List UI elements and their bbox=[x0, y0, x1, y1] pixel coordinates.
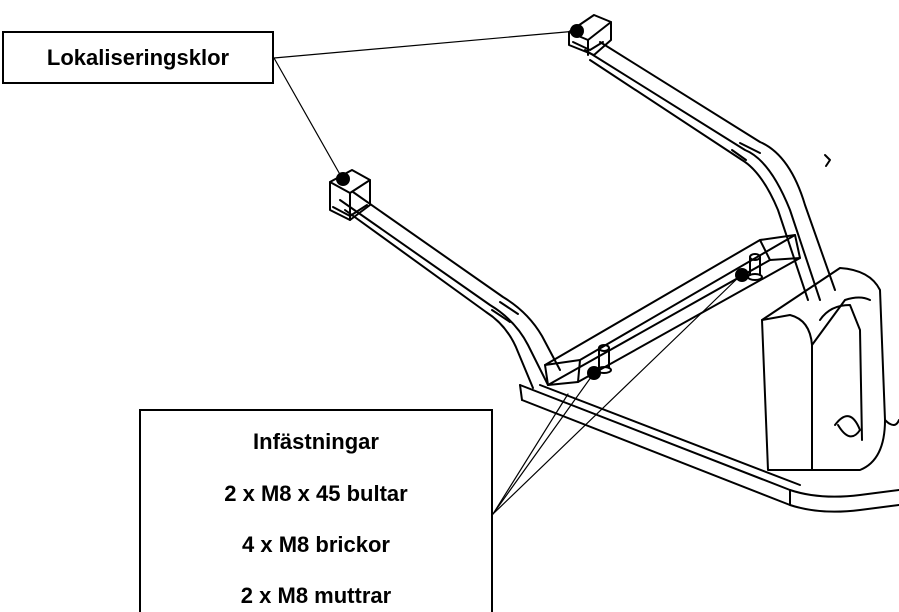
fastener-item-nuts: 2 x M8 muttrar bbox=[240, 583, 392, 608]
fasteners-title: Infästningar bbox=[253, 429, 379, 454]
fastener-item-washers: 4 x M8 brickor bbox=[242, 532, 390, 557]
locator-clips-label: Lokaliseringsklor bbox=[46, 45, 230, 70]
dot-clip-left bbox=[336, 172, 350, 186]
leader-lines bbox=[273, 30, 742, 515]
locator-clips-callout: Lokaliseringsklor bbox=[2, 31, 274, 84]
dot-bolt-right bbox=[735, 268, 749, 282]
cross-bar bbox=[544, 234, 801, 386]
clip-right bbox=[568, 14, 612, 56]
dot-bolt-left bbox=[587, 366, 601, 380]
callout-dots bbox=[336, 24, 749, 380]
upright-post bbox=[761, 267, 899, 471]
fastener-item-bolts: 2 x M8 x 45 bultar bbox=[224, 481, 408, 506]
clip-left bbox=[329, 169, 371, 221]
fasteners-callout: Infästningar 2 x M8 x 45 bultar 4 x M8 b… bbox=[139, 409, 493, 612]
base-frame bbox=[519, 384, 899, 513]
front-left-tube bbox=[339, 191, 561, 389]
dot-clip-right bbox=[570, 24, 584, 38]
bolt-left bbox=[596, 344, 612, 374]
rear-right-tube bbox=[584, 41, 836, 301]
